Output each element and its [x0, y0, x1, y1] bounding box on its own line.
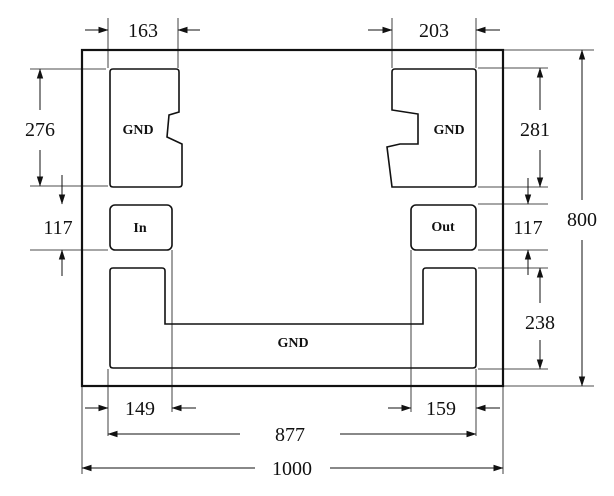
- gnd-label-bottom: GND: [277, 336, 308, 351]
- gnd-label-top-left: GND: [122, 123, 153, 138]
- in-label: In: [133, 221, 146, 236]
- dim-board-width: 1000: [272, 458, 312, 480]
- dim-top-left-width: 163: [128, 20, 158, 42]
- out-label: Out: [431, 220, 455, 235]
- dim-bottom-left-width: 149: [125, 398, 155, 420]
- dim-top-right-width: 203: [419, 20, 449, 42]
- dim-in-height: 117: [43, 217, 72, 239]
- input-pad: [109, 204, 173, 251]
- output-pad: [410, 204, 477, 251]
- gnd-label-top-right: GND: [433, 123, 464, 138]
- board-outline: [80, 48, 505, 388]
- dim-left-gnd-height: 276: [25, 119, 55, 141]
- extension-lines: [30, 18, 594, 474]
- gnd-pad-bottom: [109, 267, 477, 369]
- dim-board-height: 800: [567, 209, 597, 231]
- dim-bottom-gnd-height: 238: [525, 312, 555, 334]
- gnd-pad-top-left: [109, 68, 183, 188]
- gnd-pad-top-right: [386, 68, 477, 188]
- dim-inner-width: 877: [275, 424, 305, 446]
- dim-out-height: 117: [513, 217, 542, 239]
- dim-bottom-right-width: 159: [426, 398, 456, 420]
- dim-right-gnd-height: 281: [520, 119, 550, 141]
- dimension-lines: [36, 26, 586, 472]
